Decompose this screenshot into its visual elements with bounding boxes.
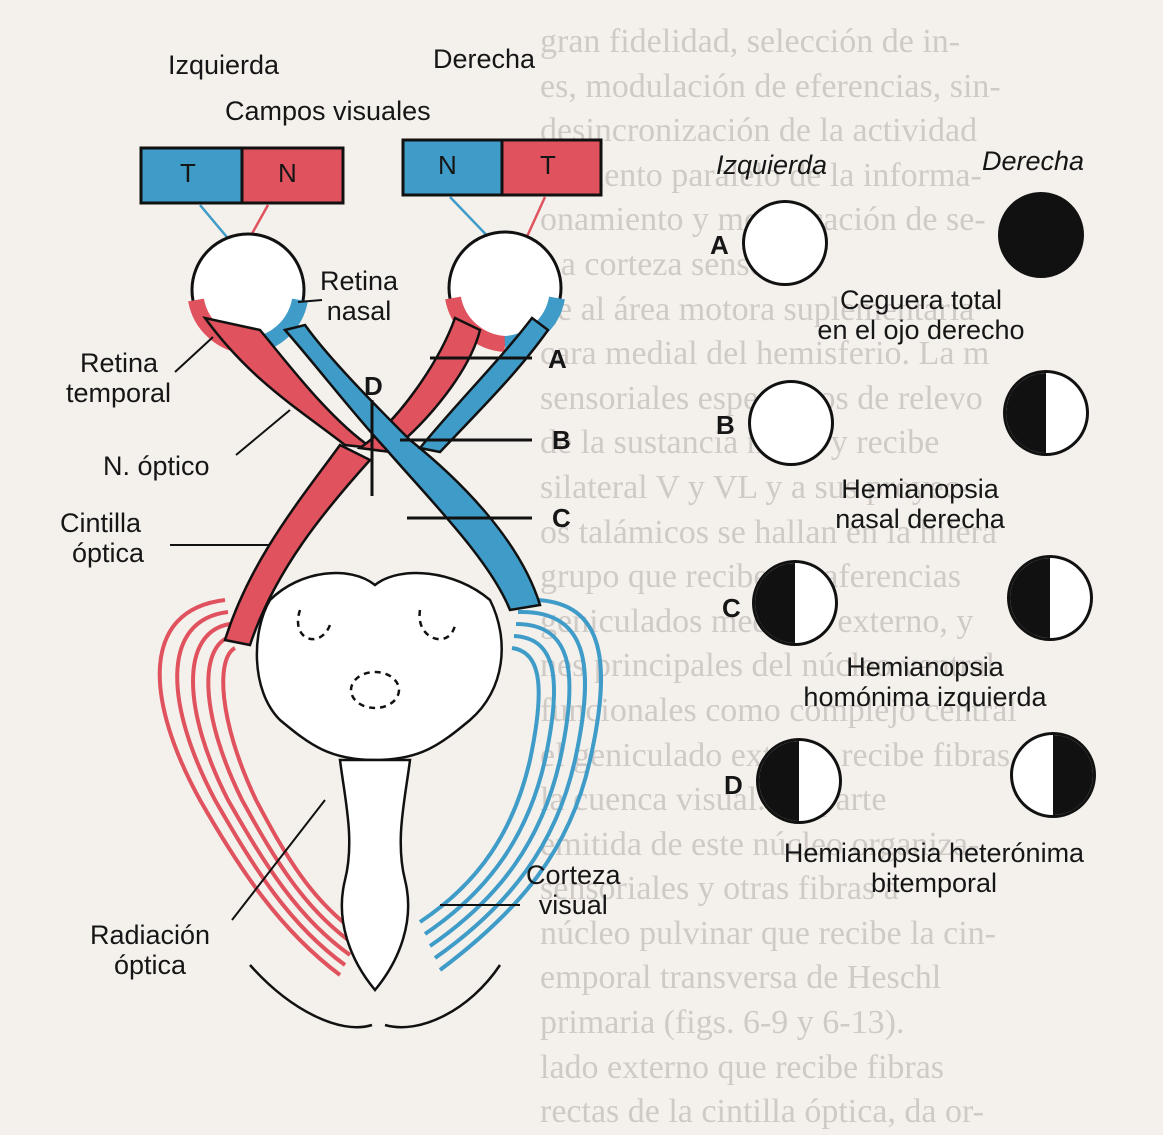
cintilla-line2: óptica xyxy=(72,538,145,569)
lesion-lines xyxy=(370,356,532,520)
row-d-right-field xyxy=(1010,732,1096,818)
row-c-right-black-half xyxy=(1010,558,1050,638)
nervio-optico-label: N. óptico xyxy=(103,451,210,481)
retina-nasal-line1: Retina xyxy=(320,266,399,296)
background-line: gran fidelidad, selección de in- xyxy=(540,23,961,60)
background-line: nes principales del núcleo ventral xyxy=(540,647,996,685)
row-c-left-black-half xyxy=(755,563,795,643)
brainstem xyxy=(249,571,503,1029)
background-line: de la sustancia negra y recibe xyxy=(540,424,940,462)
background-line: ge al área motora suplementaria xyxy=(540,290,975,328)
row-d-letter: D xyxy=(724,770,743,800)
row-c-caption: Hemianopsia homónima izquierda xyxy=(780,652,1070,712)
fields-header-left: Izquierda xyxy=(716,150,828,180)
row-a-left-field xyxy=(742,200,828,286)
retina-temporal-line2: temporal xyxy=(66,378,172,409)
lesion-marker-c: C xyxy=(552,503,571,533)
row-d-left-field xyxy=(756,738,842,824)
retina-nasal-line2: nasal xyxy=(326,296,392,327)
row-a-right-field xyxy=(998,192,1084,278)
corteza-line1: Corteza xyxy=(526,860,621,890)
background-line: sensoriales y otras fibras a xyxy=(540,870,899,908)
row-b-caption-line2: nasal derecha xyxy=(835,504,1005,535)
right-field-label: Derecha xyxy=(433,44,536,74)
optic-radiation-red xyxy=(157,598,362,977)
row-b-right-black-half xyxy=(1006,373,1046,453)
field-right-n: N xyxy=(438,150,457,180)
row-b-letter: B xyxy=(716,410,735,440)
background-line: rectas de la cintilla óptica, da or- xyxy=(540,1093,984,1131)
row-b-caption-line1: Hemianopsia xyxy=(841,474,999,504)
row-c-right-field xyxy=(1007,555,1093,641)
row-c-caption-line1: Hemianopsia xyxy=(846,652,1004,682)
row-a-letter: A xyxy=(710,230,729,260)
cintilla-optica-label: Cintilla óptica xyxy=(60,508,144,568)
background-line: silateral V y VL y a sus proyec- xyxy=(540,468,971,506)
cintilla-line1: Cintilla xyxy=(60,508,142,538)
retina-temporal-label: Retina temporal xyxy=(66,348,171,408)
left-field-label: Izquierda xyxy=(168,50,280,80)
field-left-n: N xyxy=(278,158,297,188)
row-d-left-black-half xyxy=(759,741,799,821)
row-d-caption-line2: bitemporal xyxy=(870,868,998,899)
background-line: funcionales como complejo central xyxy=(540,691,1017,729)
radiacion-line1: Radiación xyxy=(90,920,211,950)
lesion-marker-a: A xyxy=(548,344,567,374)
campos-visuales-title: Campos visuales xyxy=(225,96,431,126)
retina-nasal-label: Retina nasal xyxy=(320,266,398,326)
retina-temporal-line1: Retina xyxy=(80,348,159,378)
background-line: lado externo que recibe fibras xyxy=(540,1048,945,1086)
background-line: cara medial del hemisferio. La m xyxy=(540,335,990,373)
background-line: primaria (figs. 6-9 y 6-13). xyxy=(540,1004,905,1042)
lesion-marker-d: D xyxy=(364,371,383,401)
leader-lines xyxy=(170,299,520,921)
row-d-caption: Hemianopsia heterónima bitemporal xyxy=(752,838,1116,898)
row-d-caption-line1: Hemianopsia heterónima xyxy=(783,838,1085,868)
background-line: grupo que recibe las aferencias xyxy=(540,558,961,596)
lesion-marker-b: B xyxy=(552,425,571,455)
row-d-right-black-half xyxy=(1053,735,1093,815)
background-line: emitida de este núcleo organiza- xyxy=(540,825,980,863)
corteza-visual-label: Corteza visual xyxy=(526,860,621,920)
background-line: núcleo pulvinar que recibe la cin- xyxy=(540,914,996,952)
row-c-left-field xyxy=(752,560,838,646)
field-left-t: T xyxy=(180,158,196,188)
visual-field-right xyxy=(401,138,603,197)
row-b-right-field xyxy=(1003,370,1089,456)
radiacion-optica-label: Radiación óptica xyxy=(90,920,210,980)
background-line: desincronización de la actividad xyxy=(540,112,978,150)
fields-header-right: Derecha xyxy=(982,146,1085,176)
background-line: samiento paralelo de la informa- xyxy=(540,156,982,194)
row-a-caption: Ceguera total en el ojo derecho xyxy=(795,285,1047,345)
row-a-caption-line2: en el ojo derecho xyxy=(817,315,1025,346)
visual-field-left xyxy=(139,146,345,205)
field-right-t: T xyxy=(540,150,556,180)
row-a-caption-line1: Ceguera total xyxy=(839,285,1003,315)
background-line: es, modulación de eferencias, sin- xyxy=(540,67,1001,105)
radiacion-line2: óptica xyxy=(114,950,187,981)
row-b-left-field xyxy=(748,380,834,466)
row-b-caption: Hemianopsia nasal derecha xyxy=(810,474,1030,534)
optic-radiation-blue xyxy=(418,597,603,972)
corteza-line2: visual xyxy=(538,890,608,921)
background-line: emporal transversa de Heschl xyxy=(540,959,942,997)
visual-pathway-diagram xyxy=(139,138,603,1029)
row-c-letter: C xyxy=(722,593,741,623)
row-c-caption-line2: homónima izquierda xyxy=(803,682,1047,713)
background-line: os talámicos se hallan en la hilera xyxy=(540,513,997,551)
